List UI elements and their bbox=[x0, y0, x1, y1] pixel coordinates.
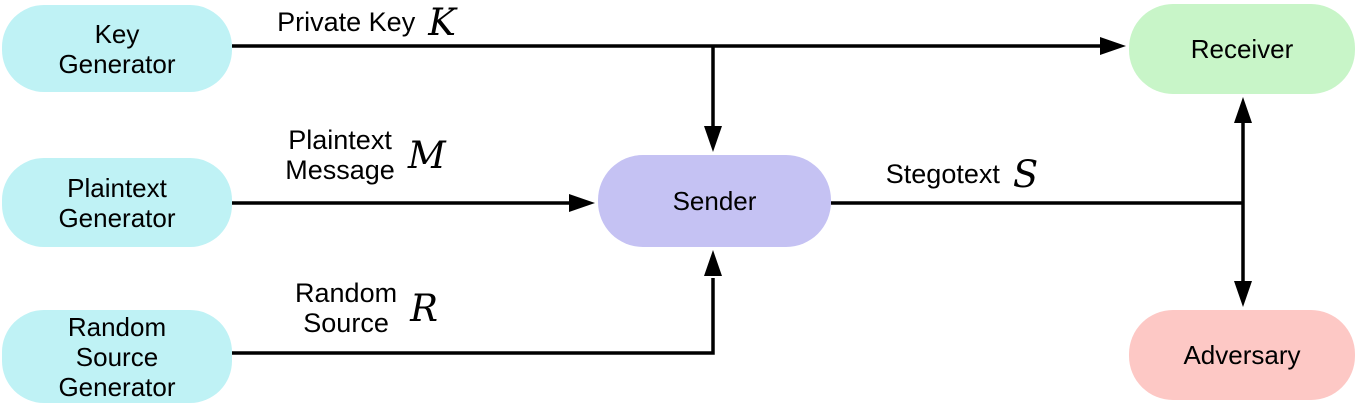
random-source-generator-node bbox=[2, 310, 232, 403]
arrowhead-stego-into-receiver-icon bbox=[1234, 97, 1252, 123]
receiver-node bbox=[1129, 4, 1355, 94]
random-source-symbol: R bbox=[410, 286, 438, 330]
arrowhead-stego-into-adversary-icon bbox=[1234, 281, 1252, 307]
plaintext-generator-node bbox=[2, 158, 232, 247]
arrowhead-into-receiver-icon bbox=[1100, 37, 1126, 55]
arrowhead-random-into-sender-icon bbox=[704, 250, 722, 276]
random-source-label-text: Random Source bbox=[295, 278, 398, 338]
private-key-edge-label: Private Key K bbox=[264, 0, 469, 44]
arrowhead-key-into-sender-icon bbox=[704, 126, 722, 152]
plaintext-generator-label: Plaintext Generator bbox=[58, 172, 176, 233]
edge-lines bbox=[231, 44, 1245, 355]
arrowhead-plaintext-into-sender-icon bbox=[569, 194, 595, 212]
private-key-label-text: Private Key bbox=[277, 7, 416, 37]
stegotext-symbol: S bbox=[1012, 152, 1039, 196]
key-generator-node bbox=[2, 5, 232, 92]
plaintext-message-label-text: Plaintext Message bbox=[285, 125, 395, 185]
sender-node bbox=[598, 155, 831, 247]
sender-label: Sender bbox=[672, 186, 757, 216]
stegotext-edge-label: Stegotext S bbox=[872, 150, 1052, 198]
random-source-edge-label: Random Source R bbox=[274, 278, 459, 338]
receiver-label: Receiver bbox=[1190, 34, 1294, 64]
plaintext-message-symbol: M bbox=[407, 133, 446, 177]
adversary-node bbox=[1129, 310, 1355, 400]
adversary-label: Adversary bbox=[1183, 340, 1301, 370]
arrowheads bbox=[569, 37, 1252, 307]
random-source-line bbox=[231, 278, 715, 355]
private-key-symbol: K bbox=[428, 0, 456, 44]
key-generator-label: Key Generator bbox=[58, 18, 176, 79]
plaintext-message-edge-label: Plaintext Message M bbox=[268, 124, 463, 186]
stegotext-label-text: Stegotext bbox=[885, 159, 1000, 189]
random-source-generator-label: Random Source Generator bbox=[58, 311, 176, 402]
